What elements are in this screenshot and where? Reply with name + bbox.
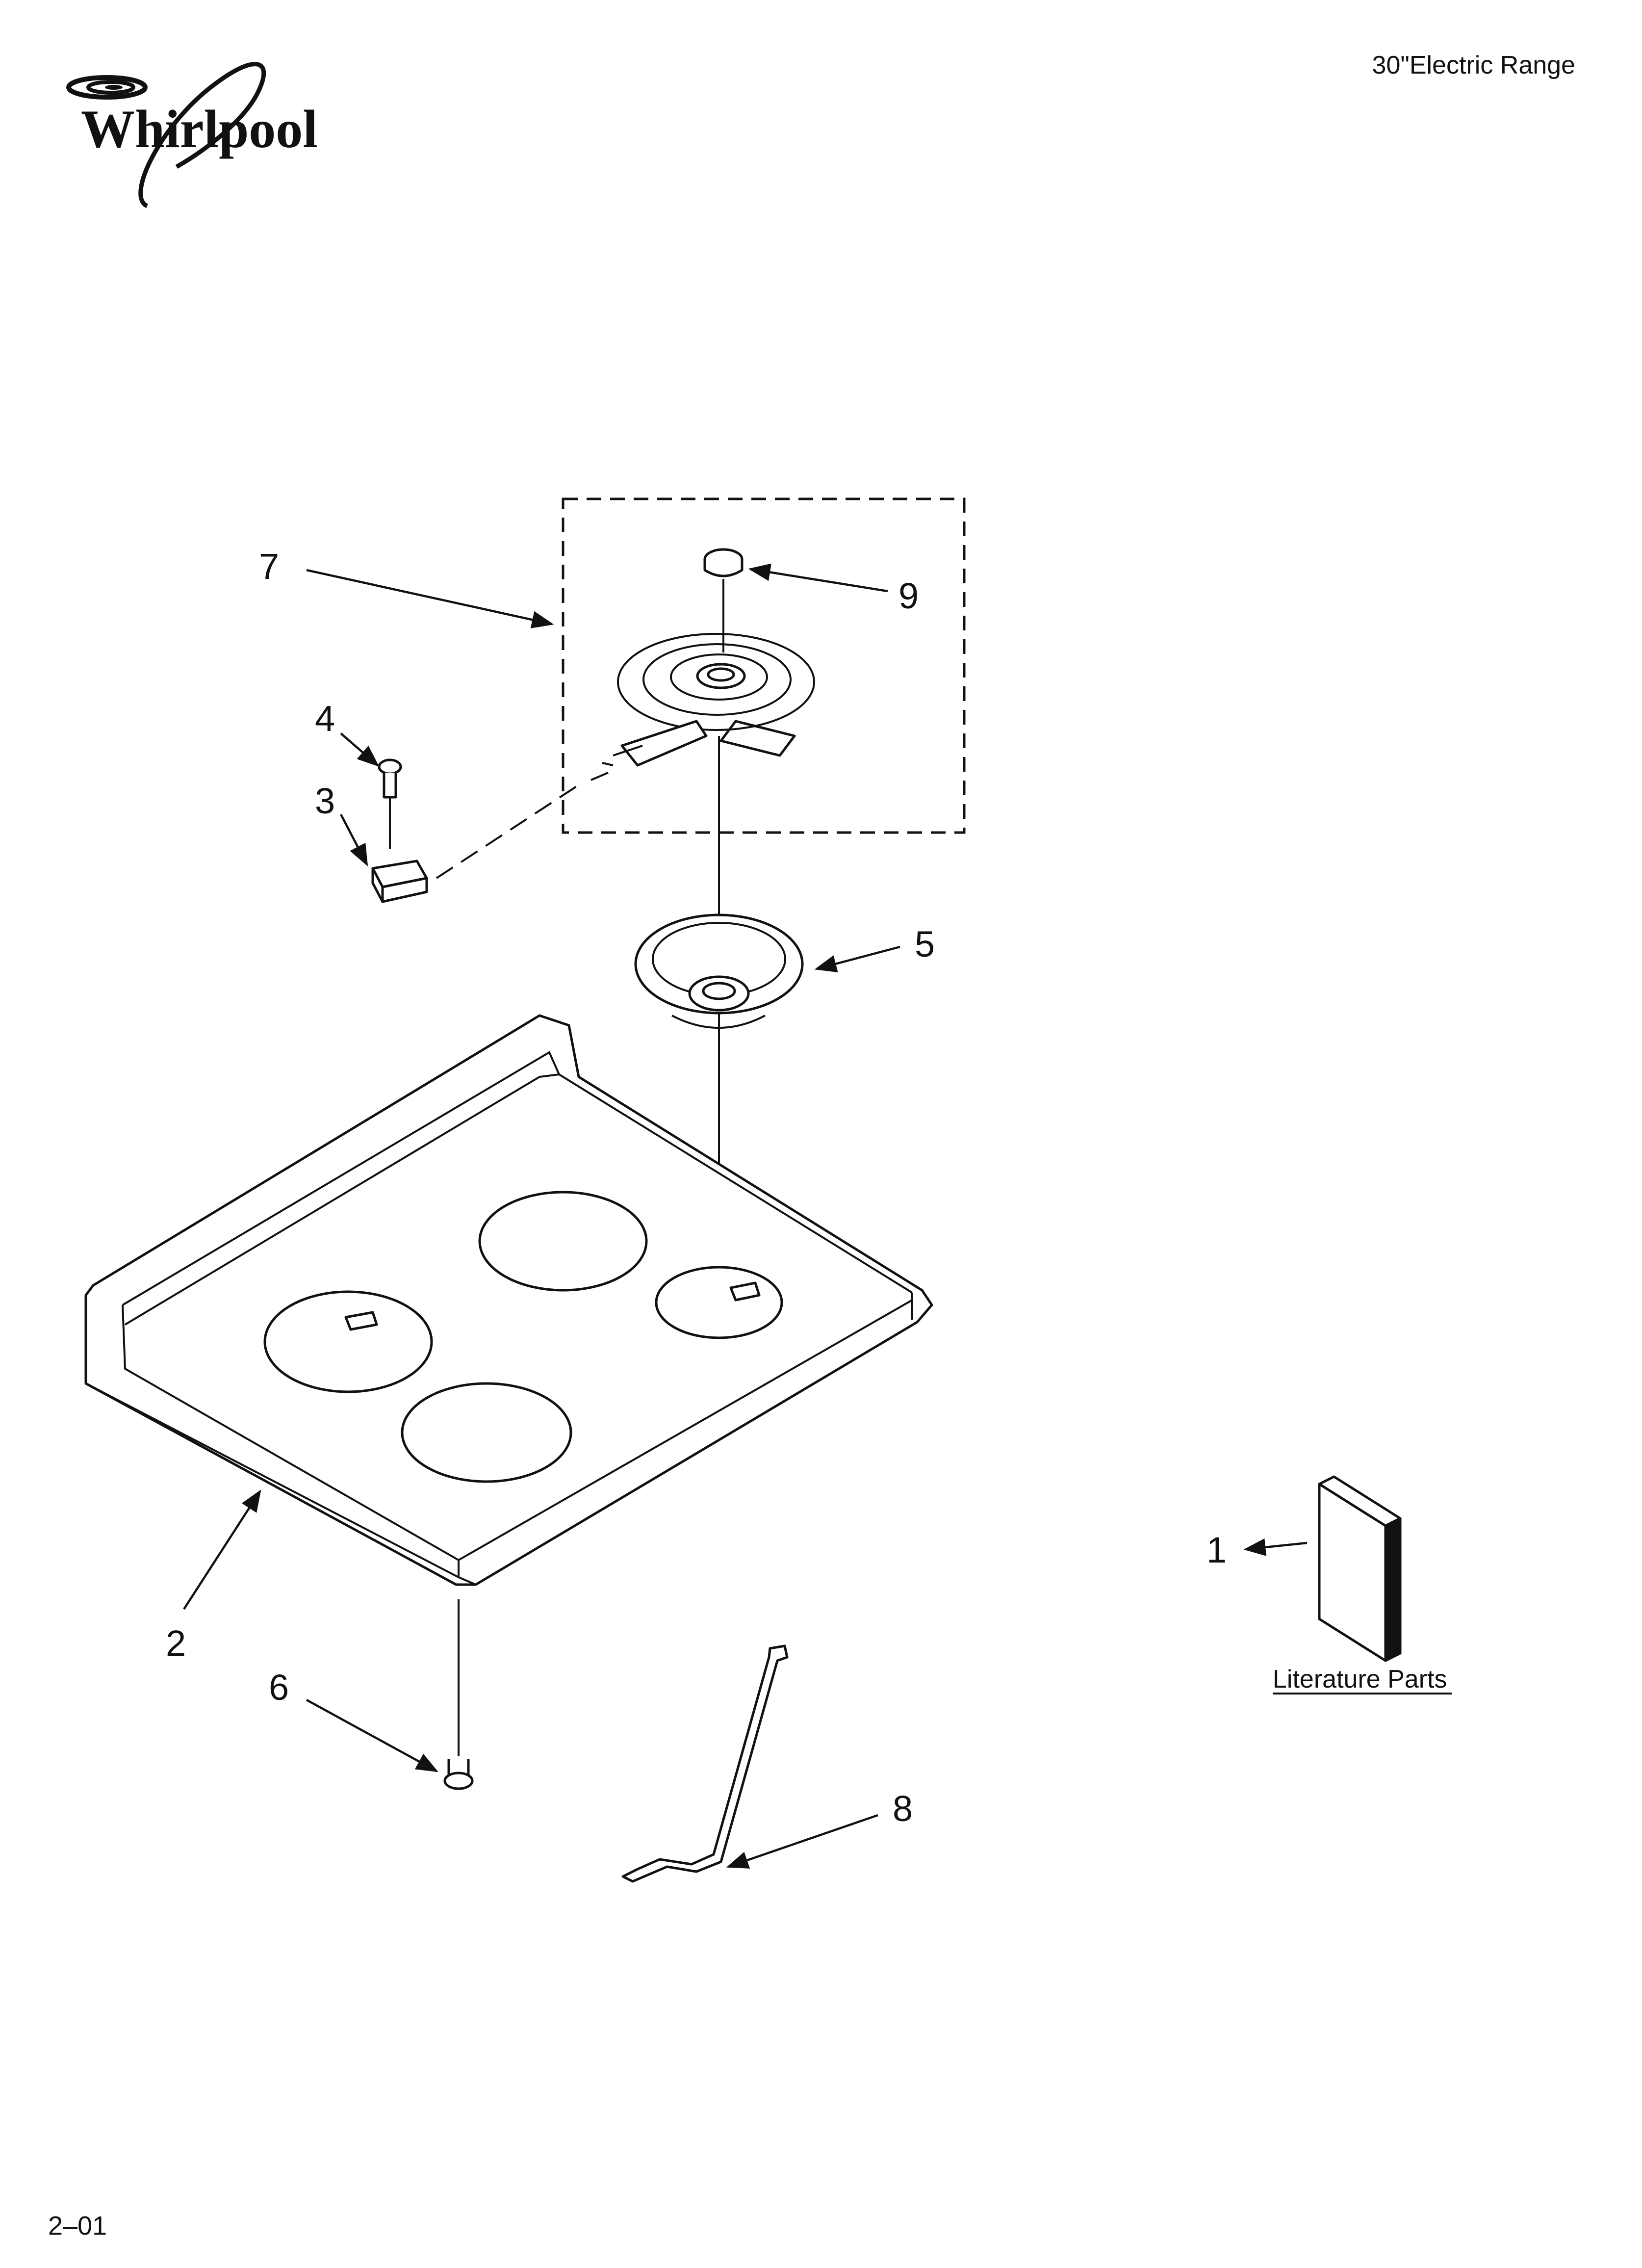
callout-5: 5 — [915, 924, 935, 965]
burner-assembly-group-box — [562, 497, 966, 834]
page-number: 2–01 — [48, 2211, 107, 2241]
part-4-screw — [378, 758, 402, 849]
callout-3: 3 — [315, 781, 335, 821]
part-8-anti-tip-bracket — [621, 1644, 789, 1883]
callout-6: 6 — [269, 1667, 289, 1708]
callout-1: 1 — [1206, 1530, 1227, 1570]
callout-4: 4 — [315, 698, 335, 739]
leader-lines — [183, 563, 1308, 1869]
part-5-drip-bowl — [634, 913, 804, 1029]
callout-9: 9 — [898, 575, 919, 616]
callout-8: 8 — [893, 1788, 913, 1829]
part-7-surface-element — [590, 633, 815, 1334]
whirlpool-logo: Whirlpool — [66, 62, 318, 209]
callout-7: 7 — [259, 546, 279, 587]
brand-name: Whirlpool — [81, 99, 318, 159]
part-1-literature — [1318, 1475, 1402, 1662]
callout-2: 2 — [166, 1623, 186, 1664]
page-title: 30"Electric Range — [1372, 51, 1575, 79]
part-2-cooktop — [84, 1014, 933, 1586]
part-6-screw — [443, 1599, 474, 1790]
whirlpool-swirl-icon — [66, 62, 266, 209]
part-3-terminal-block — [371, 860, 428, 903]
literature-parts-label: Literature Parts — [1273, 1665, 1447, 1694]
part-9-center-cap — [703, 548, 744, 652]
wire-connection-dashed — [436, 784, 580, 879]
